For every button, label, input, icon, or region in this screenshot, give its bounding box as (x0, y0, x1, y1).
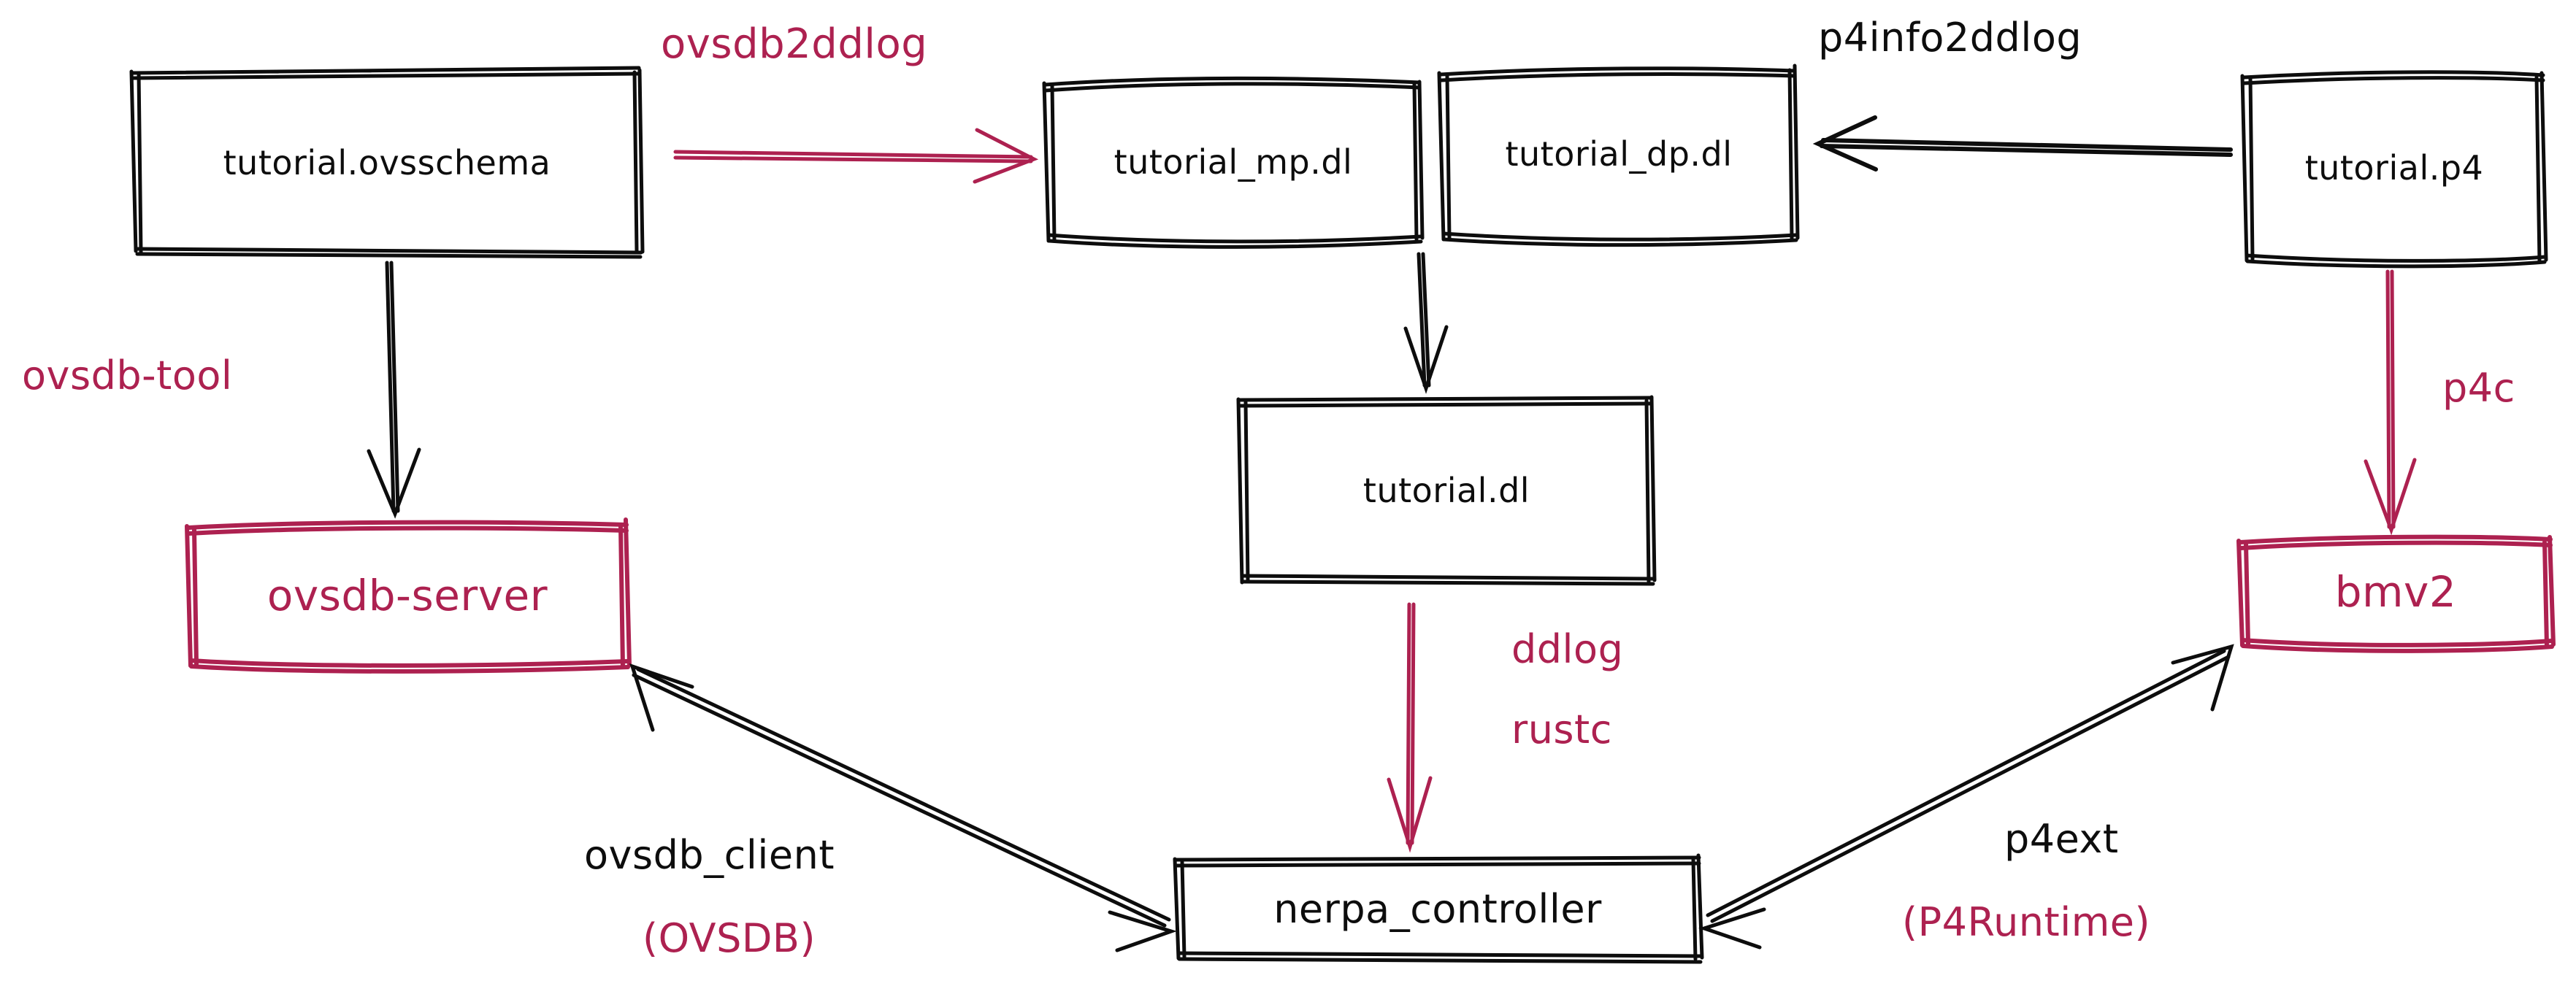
edge-label-p4runtime-paren: (P4Runtime) (1902, 899, 2151, 945)
edge-label-ddlog: ddlog (1511, 626, 1624, 672)
node-tutorial-dp-dl[interactable]: tutorial_dp.dl (1441, 70, 1797, 238)
node-tutorial-dl[interactable]: tutorial.dl (1240, 399, 1653, 582)
edge-label-ovsdb-tool: ovsdb-tool (22, 353, 233, 398)
node-tutorial-ovsschema[interactable]: tutorial.ovsschema (133, 72, 641, 254)
node-tutorial-mp-dl[interactable]: tutorial_mp.dl (1046, 82, 1421, 242)
edge-label-p4ext: p4ext (2004, 816, 2119, 862)
edge-label-ovsdb2ddlog: ovsdb2ddlog (661, 20, 928, 68)
node-label-tutorial-dl: tutorial.dl (1362, 471, 1530, 510)
node-label-nerpa-controller: nerpa_controller (1273, 885, 1602, 932)
node-nerpa-controller[interactable]: nerpa_controller (1176, 859, 1699, 958)
node-ovsdb-server[interactable]: ovsdb-server (188, 525, 626, 666)
edge-label-p4info2ddlog: p4info2ddlog (1818, 15, 2082, 61)
arrow-p4-to-dp (1812, 115, 2233, 172)
node-label-tutorial-dp-dl: tutorial_dp.dl (1505, 134, 1733, 174)
node-label-tutorial-p4: tutorial.p4 (2304, 148, 2484, 188)
arrow-dl-to-controller (1387, 602, 1433, 853)
edge-label-rustc: rustc (1511, 706, 1612, 752)
arrow-mp-to-dl (1403, 252, 1449, 394)
node-label-tutorial-ovsschema: tutorial.ovsschema (223, 143, 551, 182)
arrow-ovsschema-to-mp (673, 128, 1039, 184)
node-label-bmv2: bmv2 (2334, 567, 2457, 617)
node-label-tutorial-mp-dl: tutorial_mp.dl (1113, 142, 1353, 182)
node-tutorial-p4[interactable]: tutorial.p4 (2244, 76, 2545, 260)
edge-label-ovsdb-paren: (OVSDB) (643, 915, 816, 961)
node-label-ovsdb-server: ovsdb-server (267, 571, 548, 620)
edge-label-ovsdb-client: ovsdb_client (584, 832, 835, 878)
arrow-server-controller (629, 663, 1177, 952)
arrow-p4-to-bmv2 (2364, 269, 2417, 536)
arrow-ovsschema-to-server (367, 261, 421, 519)
edge-label-p4c: p4c (2442, 365, 2515, 411)
node-bmv2[interactable]: bmv2 (2240, 540, 2551, 644)
